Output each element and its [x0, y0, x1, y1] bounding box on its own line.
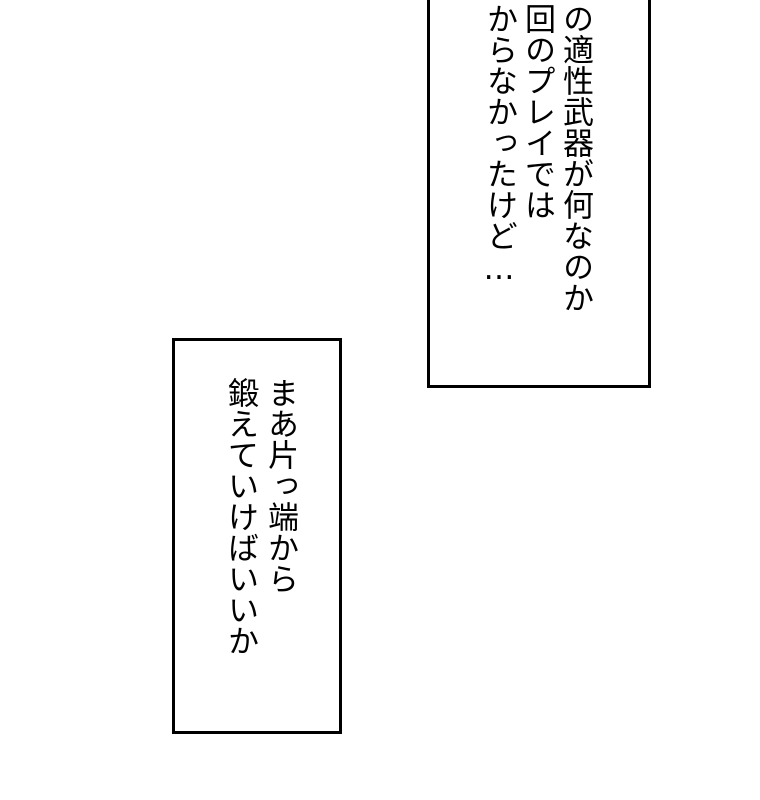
caption-top-line-3: からなかったけど… [481, 3, 517, 287]
caption-box-top: の適性武器が何なのか 回のプレイでは からなかったけど… [427, 0, 651, 388]
caption-box-bottom: まあ片っ端から 鍛えていけばいいか [172, 338, 342, 734]
caption-bottom-line-1: まあ片っ端から [262, 377, 298, 594]
caption-top-line-1: の適性武器が何なのか [557, 3, 593, 313]
caption-bottom-line-2: 鍛えていけばいいか [222, 377, 258, 656]
caption-top-line-2: 回のプレイでは [519, 3, 555, 220]
